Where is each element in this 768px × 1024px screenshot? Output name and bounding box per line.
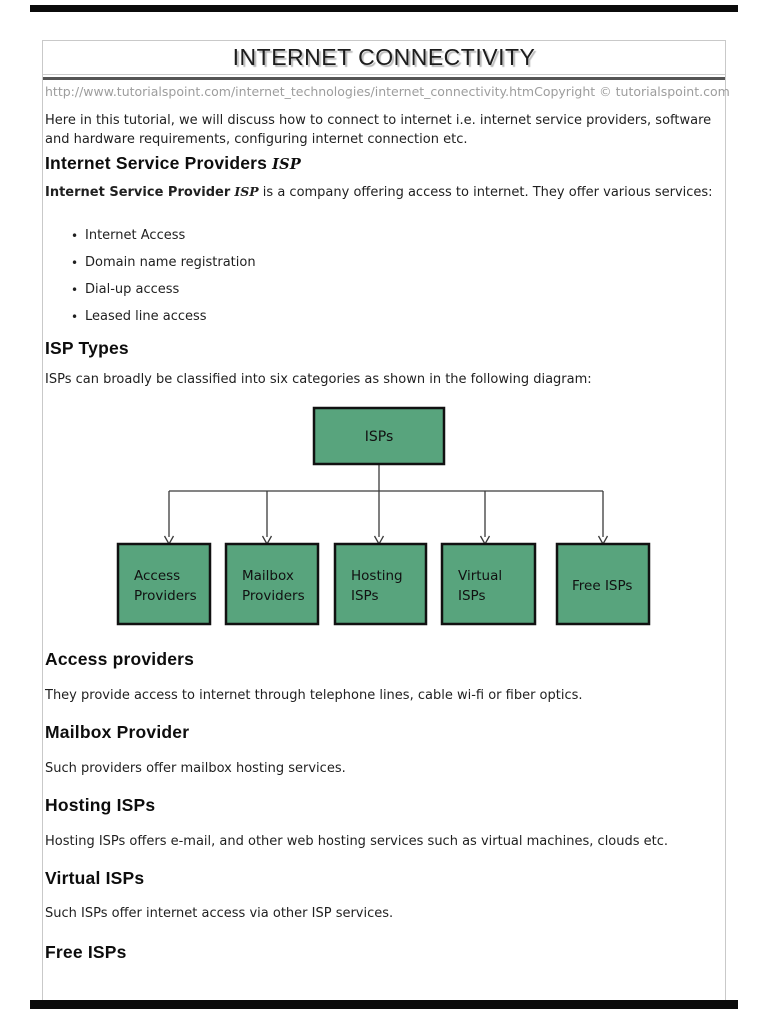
isp-types-heading: ISP Types: [45, 338, 129, 358]
title-box: INTERNET CONNECTIVITY: [43, 41, 725, 75]
diagram-child-label: Access: [134, 568, 180, 584]
diagram-child-label: Mailbox: [242, 568, 294, 584]
isp-paragraph: Internet Service Provider ISP is a compa…: [45, 183, 723, 203]
section-paragraph-hosting-isps: Hosting ISPs offers e-mail, and other we…: [45, 834, 669, 849]
copyright-notice: Copyright © tutorialspoint.com: [534, 84, 730, 99]
intro-paragraph-block: Here in this tutorial, we will discuss h…: [45, 112, 723, 149]
isp-heading-abbr: ISP: [272, 156, 301, 173]
diagram-root-label: ISPs: [365, 429, 394, 445]
diagram-child-label: Virtual: [458, 568, 502, 584]
isp-diagram: ISPs Access Providers Mailbox Providers …: [116, 406, 651, 626]
document-page: INTERNET CONNECTIVITY http://www.tutoria…: [42, 40, 730, 1000]
diagram-root-box: ISPs: [312, 406, 446, 466]
title-divider: [43, 77, 725, 80]
intro-paragraph: Here in this tutorial, we will discuss h…: [45, 113, 712, 147]
diagram-child-label: Providers: [134, 588, 197, 604]
section-heading-block: Virtual ISPs: [45, 868, 723, 889]
isp-types-paragraph: ISPs can broadly be classified into six …: [45, 372, 592, 387]
isp-heading-block: Internet Service Providers ISP: [45, 153, 723, 174]
section-heading-access-providers: Access providers: [45, 649, 195, 669]
section-paragraph-virtual-isps: Such ISPs offer internet access via othe…: [45, 906, 394, 921]
diagram-child-box-virtual-isps: Virtual ISPs: [440, 542, 537, 626]
section-paragraph-mailbox-provider: Such providers offer mailbox hosting ser…: [45, 761, 346, 776]
bottom-page-separator: [30, 1000, 738, 1009]
top-page-separator: [30, 5, 738, 12]
section-heading-block: Access providers: [45, 649, 723, 670]
diagram-child-box-mailbox-providers: Mailbox Providers: [224, 542, 320, 626]
diagram-child-label: Hosting: [351, 568, 403, 584]
list-item: Domain name registration: [71, 254, 723, 272]
diagram-child-box-access-providers: Access Providers: [116, 542, 212, 626]
isp-heading: Internet Service Providers ISP: [45, 153, 723, 174]
services-list-block: Internet Access Domain name registration…: [45, 227, 723, 335]
diagram-child-label: Free ISPs: [572, 578, 632, 594]
section-heading-mailbox-provider: Mailbox Provider: [45, 722, 190, 742]
diagram-child-box-hosting-isps: Hosting ISPs: [333, 542, 428, 626]
services-list: Internet Access Domain name registration…: [45, 227, 723, 326]
list-item: Dial-up access: [71, 281, 723, 299]
diagram-child-label: Providers: [242, 588, 305, 604]
isp-heading-text: Internet Service Providers: [45, 153, 268, 173]
section-paragraph-access-providers: They provide access to internet through …: [45, 688, 583, 703]
source-row: http://www.tutorialspoint.com/internet_t…: [45, 84, 730, 99]
diagram-child-label: ISPs: [351, 588, 379, 604]
section-heading-block: Mailbox Provider: [45, 722, 723, 743]
isp-types-paragraph-block: ISPs can broadly be classified into six …: [45, 371, 723, 390]
section-heading-hosting-isps: Hosting ISPs: [45, 795, 156, 815]
section-paragraph-block: Such providers offer mailbox hosting ser…: [45, 760, 723, 779]
section-heading-block: Free ISPs: [45, 942, 723, 963]
isp-paragraph-abbr: ISP: [234, 184, 259, 199]
isp-types-heading-block: ISP Types: [45, 338, 723, 359]
section-heading-block: Hosting ISPs: [45, 795, 723, 816]
diagram-child-label: ISPs: [458, 588, 486, 604]
section-paragraph-block: Hosting ISPs offers e-mail, and other we…: [45, 833, 723, 852]
isp-paragraph-block: Internet Service Provider ISP is a compa…: [45, 183, 723, 203]
section-paragraph-block: Such ISPs offer internet access via othe…: [45, 905, 723, 924]
page-title: INTERNET CONNECTIVITY: [232, 44, 536, 70]
isp-paragraph-rest: is a company offering access to internet…: [258, 185, 713, 200]
section-heading-free-isps: Free ISPs: [45, 942, 127, 962]
list-item: Internet Access: [71, 227, 723, 245]
section-heading-virtual-isps: Virtual ISPs: [45, 868, 145, 888]
isp-paragraph-bold: Internet Service Provider: [45, 185, 231, 200]
list-item: Leased line access: [71, 308, 723, 326]
diagram-child-box-free-isps: Free ISPs: [555, 542, 651, 626]
diagram-connector-lines: [163, 464, 609, 546]
section-paragraph-block: They provide access to internet through …: [45, 687, 723, 706]
source-url: http://www.tutorialspoint.com/internet_t…: [45, 84, 535, 99]
